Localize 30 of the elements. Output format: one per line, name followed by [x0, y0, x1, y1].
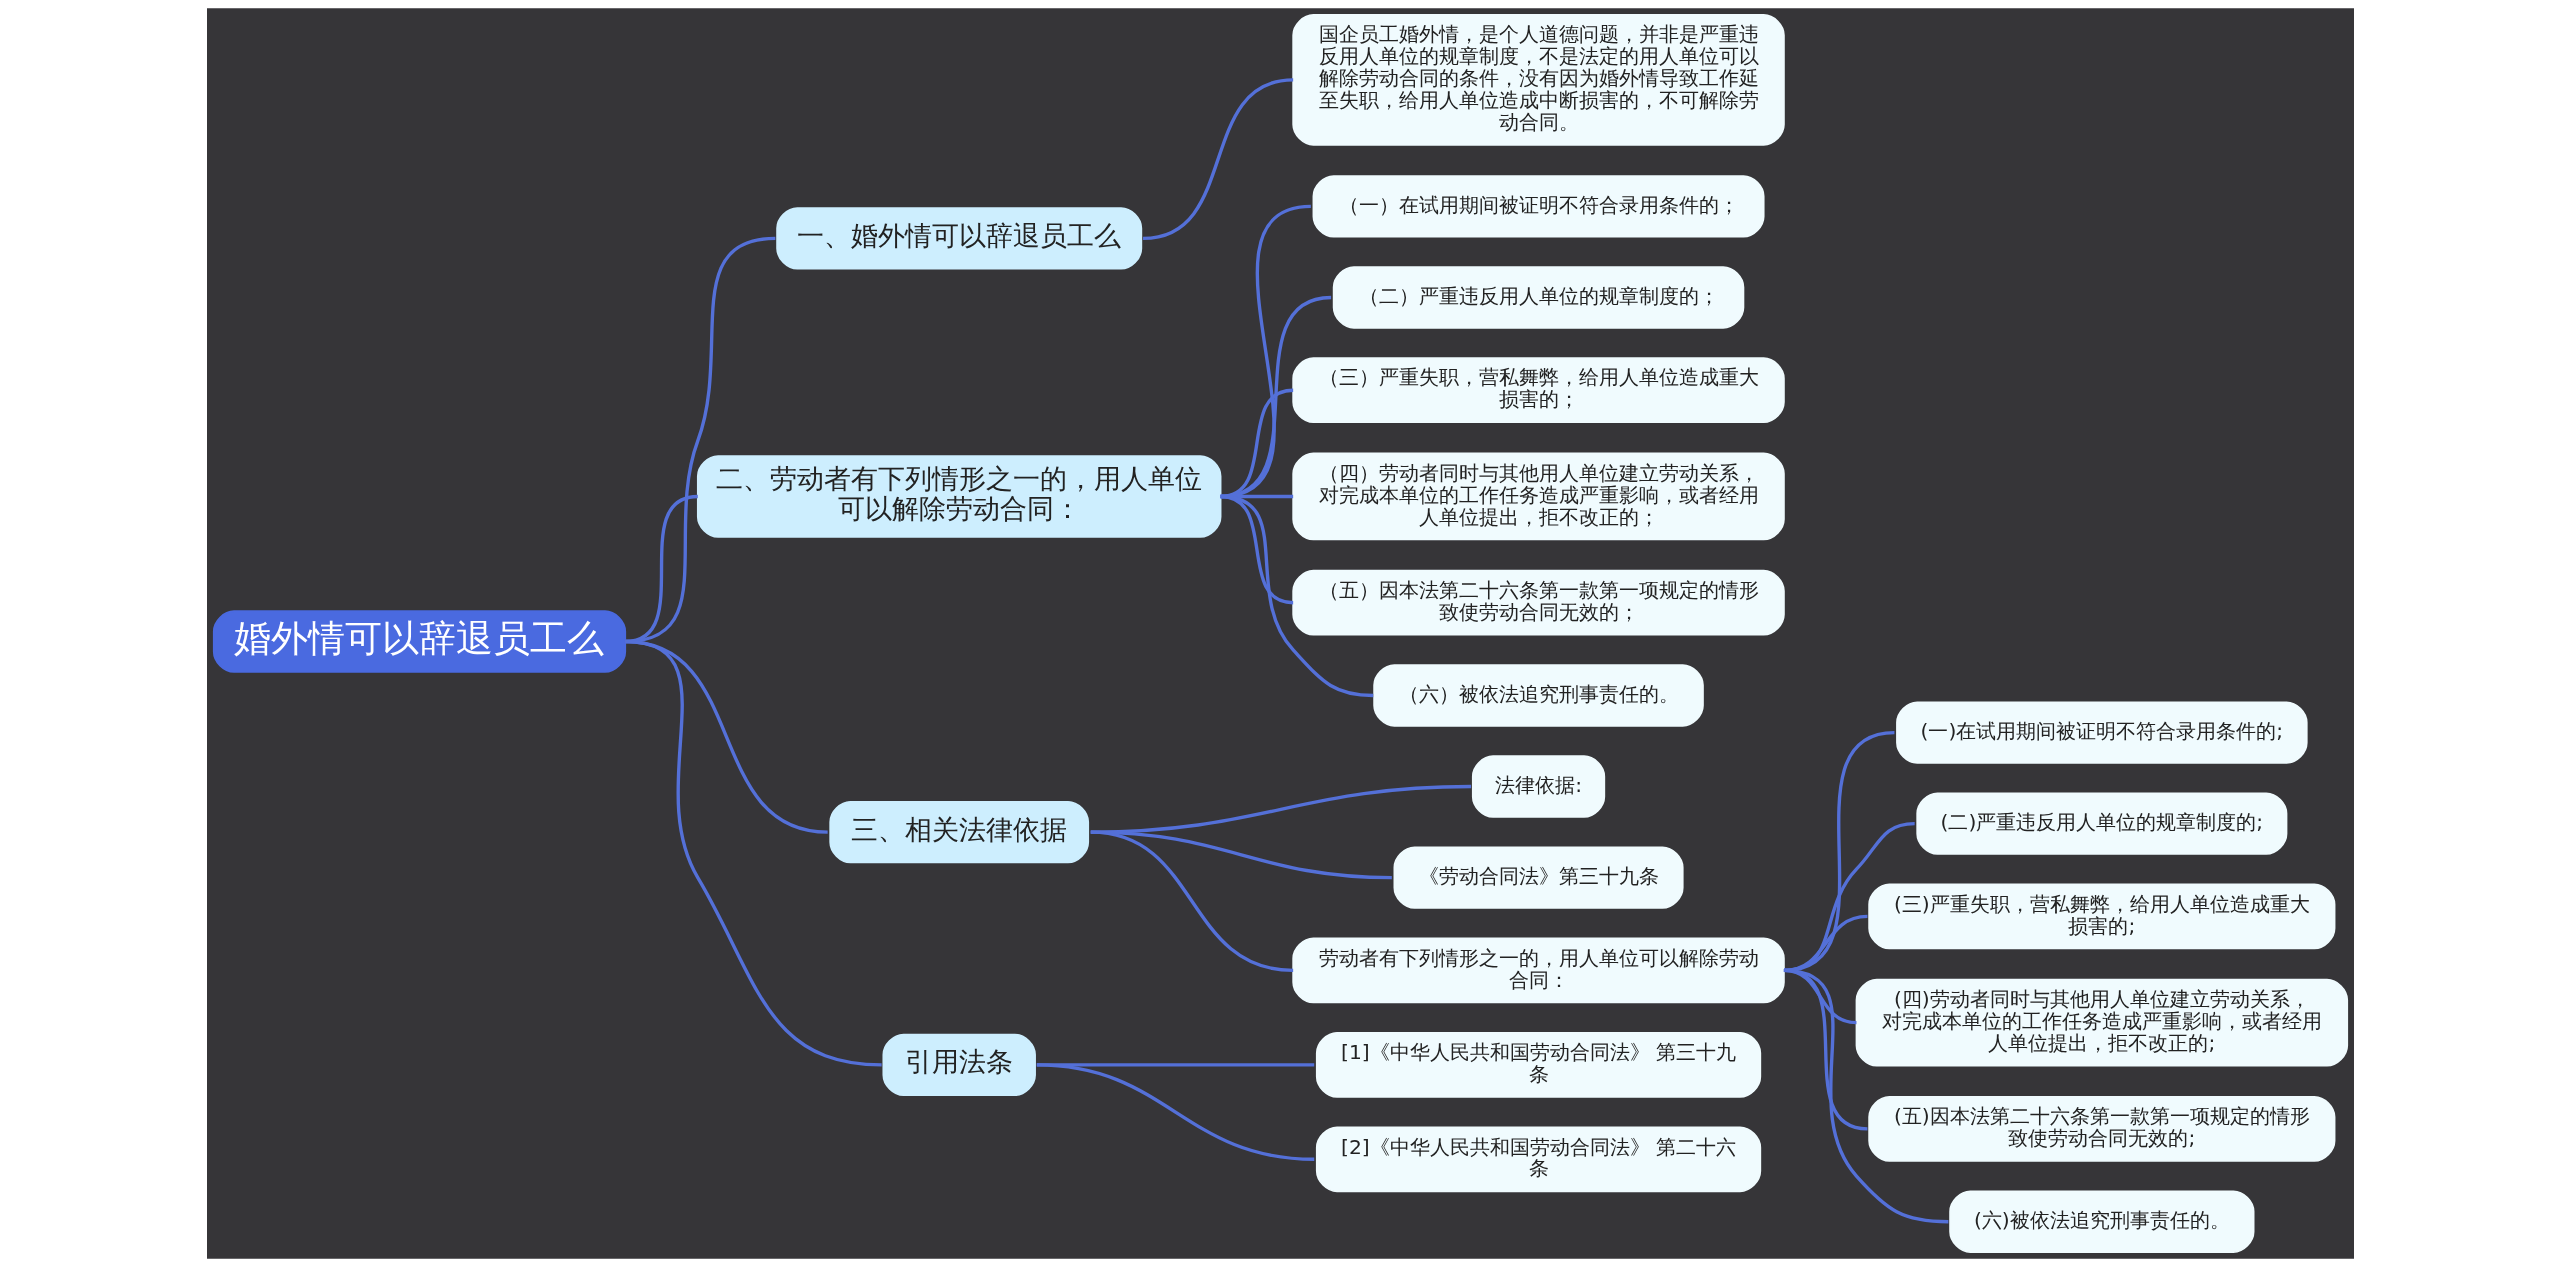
node-box: 国企员工婚外情，是个人道德问题，并非是严重违反用人单位的规章制度，不是法定的用人单位可以解除劳动合同的条件，没有因为婚外情导致工作延至失职，给用人单位造成中断损害的，不可解除劳动合同。 [1291, 14, 1785, 146]
node-box: [1]《中华人民共和国劳动合同法》 第三十九条 [1315, 1031, 1761, 1098]
node-box: 《劳动合同法》第三十九条 [1393, 846, 1684, 909]
connector [1783, 968, 1948, 1224]
node-box: （四）劳动者同时与其他用人单位建立劳动关系，对完成本单位的工作任务造成严重影响，或者经用人单位提出，拒不改正的； [1291, 452, 1785, 541]
node-box: (一)在试用期间被证明不符合录用条件的; [1895, 701, 2308, 764]
connector [1219, 494, 1373, 698]
node-box: (二)严重违反用人单位的规章制度的; [1915, 792, 2287, 855]
node-box: (六)被依法追究刑事责任的。 [1948, 1190, 2254, 1253]
node-box: (五)因本法第二十六条第一款第一项规定的情形致使劳动合同无效的; [1867, 1096, 2335, 1162]
node-box: 法律依据: [1471, 755, 1605, 818]
node-box: （二）严重违反用人单位的规章制度的； [1332, 266, 1744, 329]
node-box: [2]《中华人民共和国劳动合同法》 第二十六条 [1315, 1126, 1761, 1193]
connector [1090, 830, 1293, 973]
connector [624, 639, 882, 1067]
node-box: 三、相关法律依据 [828, 800, 1089, 864]
node-box: 引用法条 [881, 1033, 1036, 1097]
node-box: (四)劳动者同时与其他用人单位建立劳动关系，对完成本单位的工作任务造成严重影响，或者经用人单位提出，拒不改正的; [1855, 978, 2348, 1067]
node-box: （三）严重失职，营私舞弊，给用人单位造成重大损害的； [1291, 357, 1785, 424]
connector [1036, 1063, 1314, 1161]
node-box: 婚外情可以辞退员工么 [212, 610, 626, 673]
node-box: （六）被依法追究刑事责任的。 [1372, 664, 1704, 727]
node-box: 劳动者有下列情形之一的，用人单位可以解除劳动合同： [1291, 937, 1785, 1004]
node-box: 二、劳动者有下列情形之一的，用人单位可以解除劳动合同： [696, 455, 1221, 538]
node-box: （五）因本法第二十六条第一款第一项规定的情形致使劳动合同无效的； [1291, 569, 1785, 636]
node-box: （一）在试用期间被证明不符合录用条件的； [1312, 175, 1765, 238]
node-box: (三)严重失职，营私舞弊，给用人单位造成重大损害的; [1867, 883, 2335, 950]
connector [1142, 78, 1293, 241]
connector [1090, 830, 1392, 880]
node-box: 一、婚外情可以辞退员工么 [775, 207, 1142, 270]
